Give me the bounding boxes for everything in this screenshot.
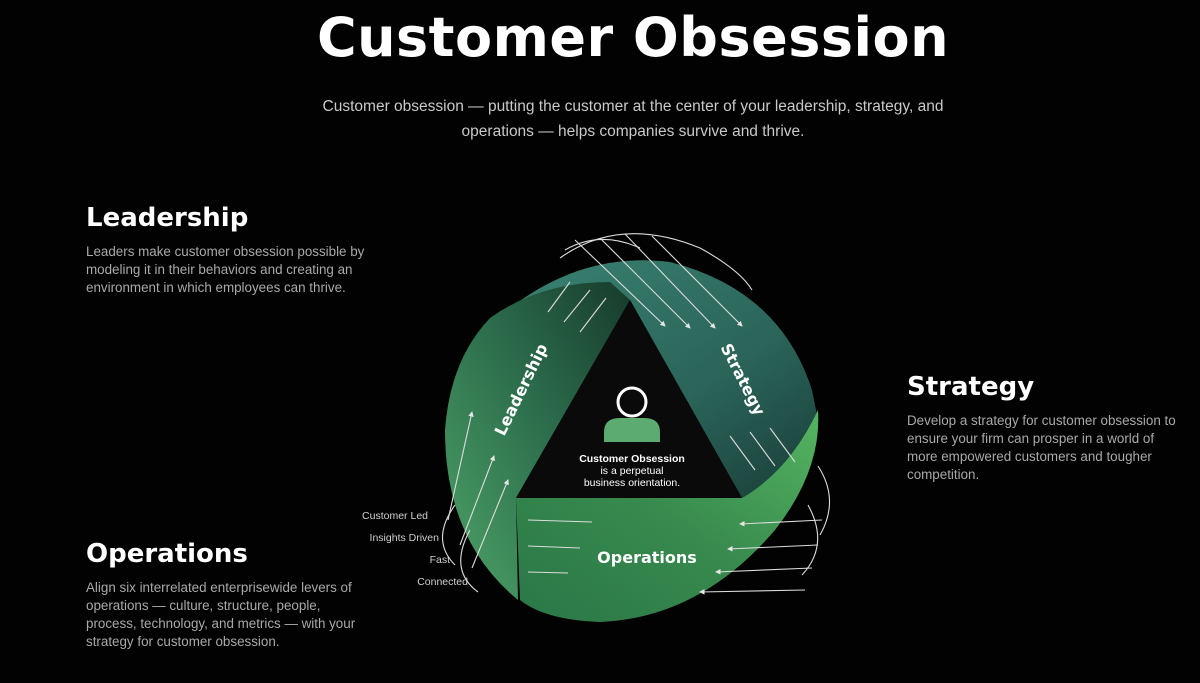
label-connected: Connected [417, 576, 468, 588]
center-line-1: is a perpetual [600, 465, 663, 477]
strategy-heading: Strategy [907, 372, 1035, 402]
center-line-2: business orientation. [584, 477, 680, 489]
operations-band-label: Operations [597, 548, 697, 567]
operations-arrows [527, 465, 831, 595]
strategy-description: Develop a strategy for customer obsessio… [907, 413, 1176, 482]
center-title: Customer Obsession [579, 453, 685, 465]
label-insights-driven: Insights Driven [370, 532, 440, 544]
strategy-band [470, 260, 818, 498]
leadership-section: Leadership Leaders make customer obsessi… [86, 203, 371, 297]
label-fast: Fast [430, 554, 451, 566]
leadership-arrows [442, 281, 607, 593]
intro-text: Customer obsession — putting the custome… [322, 98, 944, 140]
strategy-section: Strategy Develop a strategy for customer… [907, 372, 1187, 484]
page-title: Customer Obsession [316, 6, 950, 69]
operations-heading: Operations [86, 539, 248, 569]
leadership-description: Leaders make customer obsession possible… [86, 244, 365, 295]
label-customer-led: Customer Led [362, 510, 428, 522]
operations-description: Align six interrelated enterprisewide le… [86, 580, 356, 649]
operations-band [516, 410, 819, 622]
person-icon [604, 386, 660, 442]
strategy-arrows [559, 233, 796, 471]
leadership-heading: Leadership [86, 203, 249, 233]
operations-section: Operations Align six interrelated enterp… [86, 539, 371, 651]
center-triangle [516, 300, 742, 498]
